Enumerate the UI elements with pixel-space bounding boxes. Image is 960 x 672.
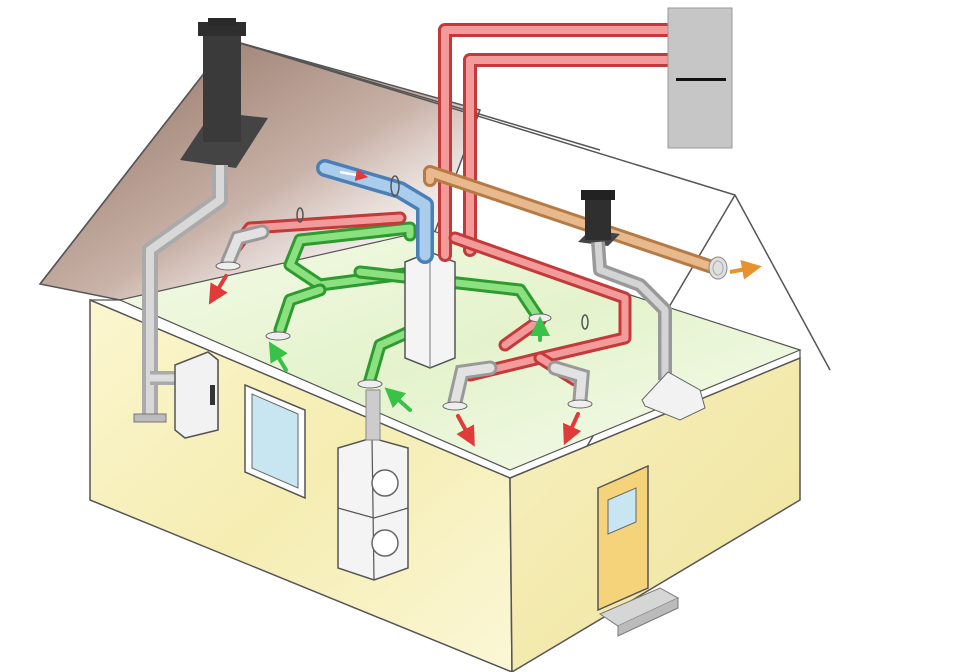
wall-cap-icon	[708, 256, 728, 280]
supply-registers	[215, 224, 593, 411]
register-supply-1	[215, 224, 270, 271]
supply-arrow-3	[563, 412, 582, 446]
register-supply-3	[547, 360, 593, 409]
register-supply-2	[442, 360, 498, 411]
supply-arrow-1	[208, 274, 228, 305]
return-arrow-2	[384, 387, 412, 412]
return-arrow-1	[268, 341, 288, 372]
fresh-air-arrow	[339, 168, 369, 182]
roof-vent-icon	[578, 190, 706, 421]
wall-edges	[90, 299, 801, 358]
washer-dryer-icon	[337, 389, 409, 581]
duct-collars	[296, 175, 589, 330]
supply-arrow-2	[456, 414, 475, 447]
chimney-icon	[180, 18, 268, 168]
air-handler-icon	[174, 351, 219, 439]
window-icon	[244, 383, 306, 500]
door-icon	[597, 464, 680, 637]
wall-right	[509, 356, 801, 672]
exhaust-arrow	[729, 259, 762, 280]
airflow-arrows	[208, 274, 582, 447]
roof-mounted-unit	[667, 7, 733, 149]
central-plenum	[404, 251, 456, 369]
exhaust-duct	[423, 165, 722, 275]
